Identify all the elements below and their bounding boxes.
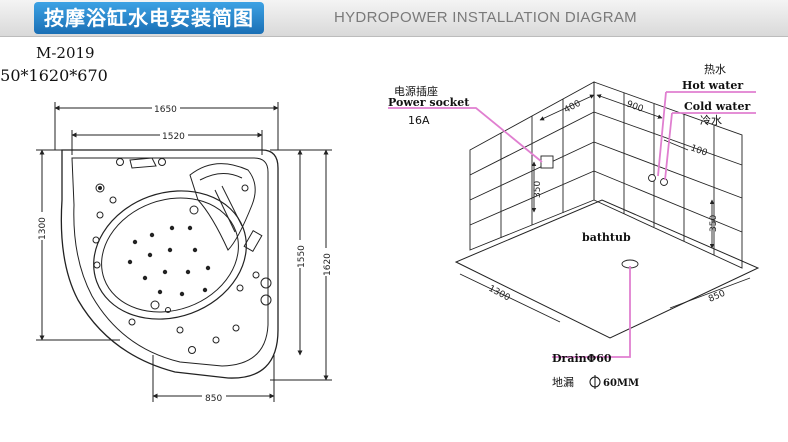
hot-water-en: Hot water (682, 79, 743, 92)
top-view-dim-labels: 1650 1520 1300 1550 1620 850 (36, 102, 333, 404)
page-title-en: HYDROPOWER INSTALLATION DIAGRAM (334, 9, 637, 26)
dim-1550: 1550 (297, 245, 307, 268)
install-leaders (388, 91, 756, 358)
install-labels: 电源插座 Power socket 16A 热水 Hot water Cold … (388, 63, 750, 389)
cold-water-en: Cold water (684, 100, 750, 113)
socket-label-cn: 电源插座 (394, 84, 438, 98)
drain-label-cn: 地漏 (552, 376, 574, 389)
dim-350-right: 350 (709, 215, 719, 232)
dim-100: 100 (689, 143, 709, 158)
top-view (36, 102, 332, 402)
socket-rating: 16A (408, 114, 430, 127)
top-view-jets (92, 157, 272, 354)
dim-1520: 1520 (162, 132, 185, 142)
dim-1300-left: 1300 (38, 217, 48, 240)
bathtub-label: bathtub (582, 231, 631, 244)
socket-label-en: Power socket (388, 96, 470, 109)
dim-900: 900 (625, 99, 645, 114)
dim-1650: 1650 (154, 105, 177, 115)
header-bar: 按摩浴缸水电安装简图 HYDROPOWER INSTALLATION DIAGR… (0, 0, 788, 37)
model-code: M-2019 (36, 44, 95, 62)
cold-water-cn: 冷水 (700, 114, 722, 127)
dim-1300-floor: 1300 (487, 284, 512, 304)
dim-350-left: 350 (533, 181, 543, 198)
model-size: 650*1620*670 (0, 66, 108, 85)
page-title-cn: 按摩浴缸水电安装简图 (34, 2, 264, 34)
dim-850-bottom: 850 (205, 394, 222, 404)
drain-label-en: DrainΦ60 (552, 352, 612, 365)
drain-size: 60MM (603, 378, 639, 389)
dim-1620: 1620 (323, 253, 333, 276)
hot-water-cn: 热水 (704, 63, 726, 76)
